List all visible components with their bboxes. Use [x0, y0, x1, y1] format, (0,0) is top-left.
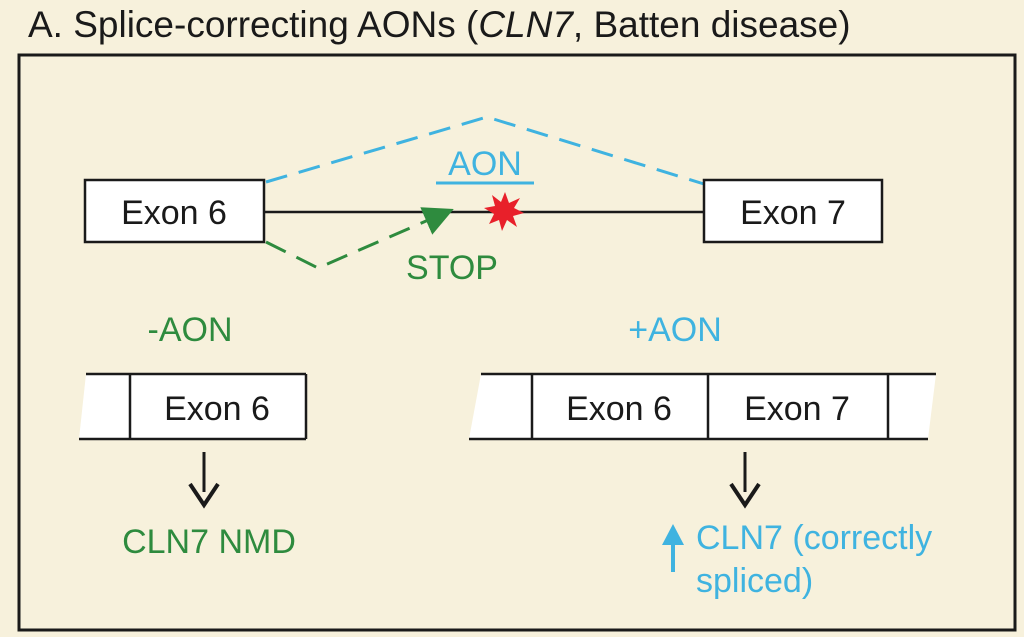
exon6-box	[83, 178, 266, 244]
aberrant-splice-path	[265, 207, 454, 270]
aon-label: AON	[448, 145, 522, 183]
plus-aon-heading: +AON	[628, 311, 722, 349]
panel-border	[17, 53, 1017, 632]
exon7-box	[702, 178, 884, 244]
title-suffix: , Batten disease)	[572, 4, 851, 45]
minus-aon-mrna	[79, 372, 308, 441]
plus-aon-outcome-line2: spliced)	[696, 562, 813, 600]
title-gene: CLN7	[478, 4, 573, 45]
plus-aon-exon7-label: Exon 7	[744, 390, 850, 428]
correct-splice-arc	[265, 115, 705, 186]
plus-aon-outcome-line1: CLN7 (correctly	[696, 519, 932, 557]
minus-aon-outcome: CLN7 NMD	[122, 523, 296, 561]
minus-aon-heading: -AON	[148, 311, 233, 349]
exon6-label: Exon 6	[121, 194, 227, 232]
exon7-label: Exon 7	[740, 194, 846, 232]
plus-aon-mrna	[469, 372, 936, 441]
stop-mutation-star-icon	[484, 192, 524, 231]
minus-aon-exon6-label: Exon 6	[164, 390, 270, 428]
increase-up-arrow-icon	[662, 524, 684, 572]
plus-aon-down-arrow-icon	[729, 452, 761, 509]
plus-aon-exon6-label: Exon 6	[566, 390, 672, 428]
title-prefix: A. Splice-correcting AONs (	[28, 4, 479, 45]
stop-label: STOP	[406, 249, 498, 287]
figure-title: A. Splice-correcting AONs (CLN7, Batten …	[28, 4, 851, 46]
minus-aon-down-arrow-icon	[188, 452, 220, 509]
